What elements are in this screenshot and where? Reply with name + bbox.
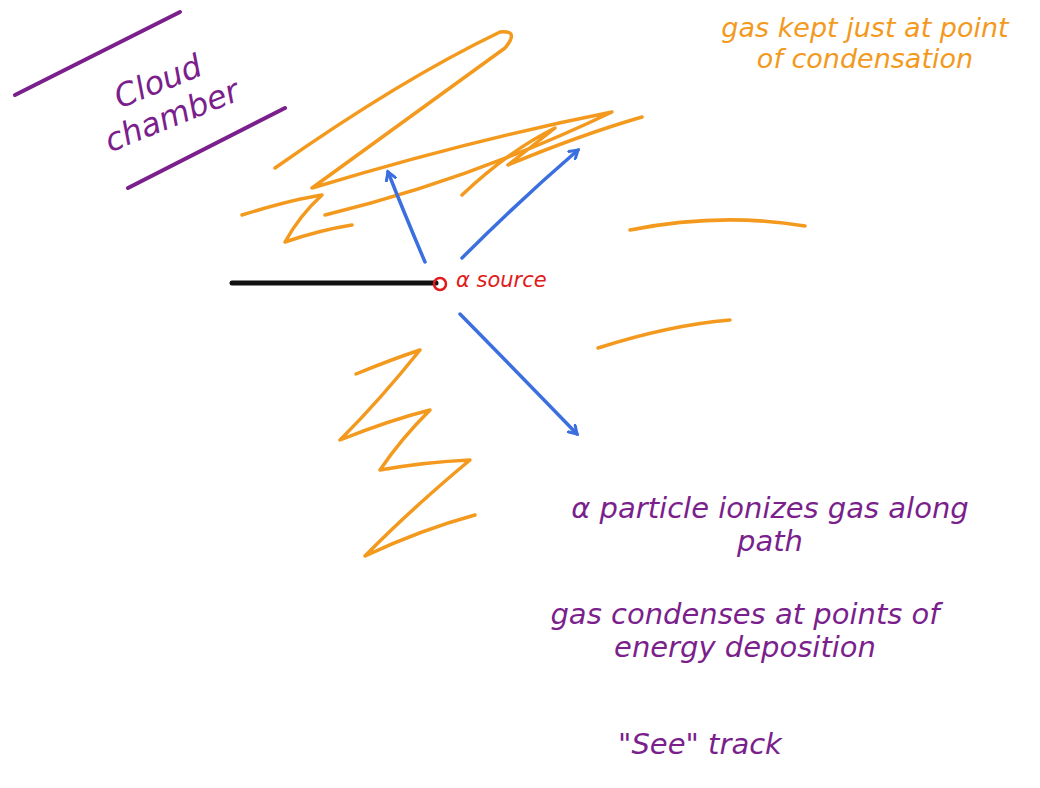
ionization-note: α particle ionizes gas along path (545, 492, 995, 559)
condensation-note: gas condenses at points of energy deposi… (530, 598, 960, 665)
alpha-source-dot (434, 278, 446, 290)
diagram-title: Cloud chamber (63, 29, 267, 168)
track-note: "See" track (560, 728, 840, 761)
vapour-squiggles (242, 32, 805, 556)
title-underline (15, 12, 285, 188)
source-label: α source (456, 268, 596, 292)
source-rod (232, 281, 436, 286)
condensation-note: gas kept just at point of condensation (705, 12, 1025, 74)
